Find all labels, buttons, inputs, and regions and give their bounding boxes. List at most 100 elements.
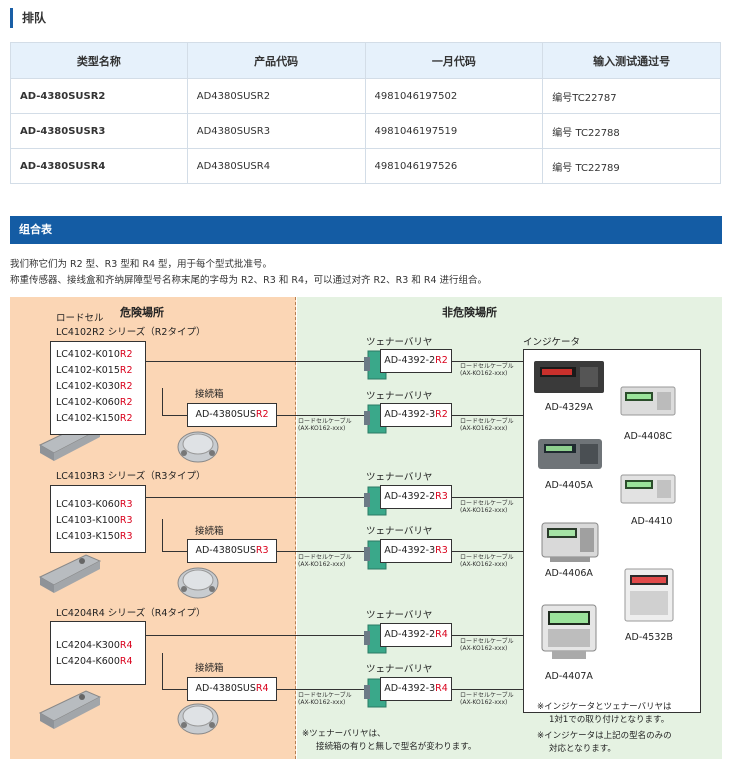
junction-box-model: AD-4380SUSR4 [187, 677, 277, 701]
loadcell-model: LC4102-K060R2 [56, 397, 133, 408]
indicator-note-1: ※インジケータとツェナーバリヤは [537, 702, 672, 712]
connection-line [277, 689, 380, 690]
cable-label: ロードセルケーブル(AX-KO162-xxx) [460, 418, 514, 432]
series-label: LC4102R2 シリーズ（R2タイプ） [56, 327, 206, 338]
col-header-product-code: 产品代码 [186, 42, 366, 79]
barrier-label: ツェナーバリヤ [366, 337, 433, 348]
cable-label: ロードセルケーブル(AX-KO162-xxx) [298, 692, 352, 706]
connection-line [162, 519, 163, 551]
cell-jan-code: 4981046197519 [364, 113, 544, 149]
indicator-device-image [620, 386, 676, 416]
table-row: AD-4380SUSR3 AD4380SUSR3 4981046197519 编… [10, 113, 721, 149]
indicator-model: AD-4405A [545, 480, 593, 491]
indicator-device-image [624, 568, 674, 622]
connection-line [277, 415, 380, 416]
connection-line [146, 497, 380, 498]
junction-box-model: AD-4380SUSR3 [187, 539, 277, 563]
loadcell-model: LC4204-K600R4 [56, 656, 133, 667]
indicator-label: インジケータ [523, 337, 581, 348]
cable-label: ロードセルケーブル(AX-KO162-xxx) [460, 692, 514, 706]
barrier-model: AD-4392-3R2 [380, 403, 452, 427]
cell-type-name: AD-4380SUSR4 [10, 148, 188, 184]
cell-product-code: AD4380SUSR2 [186, 78, 366, 114]
cell-product-code: AD4380SUSR3 [186, 113, 366, 149]
cable-label: ロードセルケーブル(AX-KO162-xxx) [460, 638, 514, 652]
junction-box-model: AD-4380SUSR2 [187, 403, 277, 427]
indicator-note-2: ※インジケータは上記の型名のみの [537, 731, 672, 741]
barrier-model: AD-4392-3R3 [380, 539, 452, 563]
loadcell-model: LC4103-K060R3 [56, 499, 133, 510]
connection-line [162, 689, 187, 690]
cell-jan-code: 4981046197502 [364, 78, 544, 114]
barrier-note-line-1: ※ツェナーバリヤは、 [302, 729, 386, 739]
cell-type-name: AD-4380SUSR3 [10, 113, 188, 149]
indicator-device-image [538, 439, 602, 469]
cell-type-name: AD-4380SUSR2 [10, 78, 188, 114]
col-header-jan-code: 一月代码 [364, 42, 544, 79]
barrier-model: AD-4392-2R3 [380, 485, 452, 509]
connection-line [162, 388, 163, 415]
section-title-combination: 组合表 [10, 216, 722, 244]
indicator-model: AD-4532B [625, 632, 673, 643]
loadcell-image [38, 690, 102, 729]
indicator-model: AD-4408C [624, 431, 673, 442]
connection-line [146, 635, 380, 636]
table-row: AD-4380SUSR4 AD4380SUSR4 4981046197526 编… [10, 148, 721, 184]
indicator-model: AD-4410 [631, 516, 673, 527]
cable-label: ロードセルケーブル(AX-KO162-xxx) [298, 418, 352, 432]
connection-line [277, 551, 380, 552]
connection-line [162, 415, 187, 416]
junction-box-label: 接続箱 [195, 389, 224, 400]
junction-box-label: 接続箱 [195, 526, 224, 537]
barrier-model: AD-4392-2R4 [380, 623, 452, 647]
series-label: LC4103R3 シリーズ（R3タイプ） [56, 471, 206, 482]
connection-line [452, 635, 523, 636]
connection-line [452, 361, 523, 362]
loadcell-model: LC4102-K150R2 [56, 413, 133, 424]
series-label: LC4204R4 シリーズ（R4タイプ） [56, 608, 206, 619]
connection-line [452, 415, 523, 416]
connection-line [162, 653, 163, 689]
indicator-device-image [541, 522, 599, 562]
cell-approval-number: 编号 TC22788 [542, 113, 721, 149]
col-header-approval-number: 输入测试通过号 [542, 42, 721, 79]
loadcell-model-list: LC4102-K010R2 LC4102-K015R2 LC4102-K030R… [50, 341, 146, 435]
connection-line [146, 361, 380, 362]
table-row: AD-4380SUSR2 AD4380SUSR2 4981046197502 编… [10, 78, 721, 114]
barrier-label: ツェナーバリヤ [366, 526, 433, 537]
junction-box-label: 接続箱 [195, 663, 224, 674]
indicator-device-image [620, 474, 676, 504]
loadcell-model: LC4102-K030R2 [56, 381, 133, 392]
indicator-device-image [541, 604, 597, 659]
cell-approval-number: 编号TC22787 [542, 78, 721, 114]
cell-product-code: AD4380SUSR4 [186, 148, 366, 184]
connection-line [162, 551, 187, 552]
barrier-note-line-2: 接続箱の有りと無しで型名が変わります。 [316, 742, 477, 752]
junction-box-image [177, 431, 219, 463]
cable-label: ロードセルケーブル(AX-KO162-xxx) [460, 500, 514, 514]
table-header-row: 类型名称 产品代码 一月代码 输入测试通过号 [10, 42, 721, 79]
indicator-note-2b: 対応となります。 [549, 744, 616, 754]
cable-label: ロードセルケーブル(AX-KO162-xxx) [460, 554, 514, 568]
loadcell-model: LC4103-K150R3 [56, 531, 133, 542]
indicator-model: AD-4329A [545, 402, 593, 413]
barrier-label: ツェナーバリヤ [366, 664, 433, 675]
junction-box-image [177, 703, 219, 735]
loadcell-label: ロードセル [56, 313, 104, 324]
barrier-label: ツェナーバリヤ [366, 472, 433, 483]
barrier-label: ツェナーバリヤ [366, 610, 433, 621]
section-title-queue: 排队 [10, 8, 46, 28]
combination-diagram: 危険場所 非危険場所 ロードセル LC4102R2 シリーズ（R2タイプ） LC… [10, 297, 722, 759]
indicator-model: AD-4406A [545, 568, 593, 579]
combination-description-2: 称重传感器、接线盒和齐纳屏障型号名称末尾的字母为 R2、R3 和 R4，可以通过… [10, 275, 488, 286]
cell-approval-number: 编号 TC22789 [542, 148, 721, 184]
loadcell-model: LC4103-K100R3 [56, 515, 133, 526]
combination-description-1: 我们称它们为 R2 型、R3 型和 R4 型，用于每个型式批准号。 [10, 259, 273, 270]
indicator-note-1b: 1対1での取り付けとなります。 [549, 715, 670, 725]
connection-line [452, 551, 523, 552]
loadcell-image [38, 554, 102, 593]
cable-label: ロードセルケーブル(AX-KO162-xxx) [298, 554, 352, 568]
barrier-model: AD-4392-3R4 [380, 677, 452, 701]
cell-jan-code: 4981046197526 [364, 148, 544, 184]
model-table: 类型名称 产品代码 一月代码 输入测试通过号 AD-4380SUSR2 AD43… [10, 42, 721, 184]
